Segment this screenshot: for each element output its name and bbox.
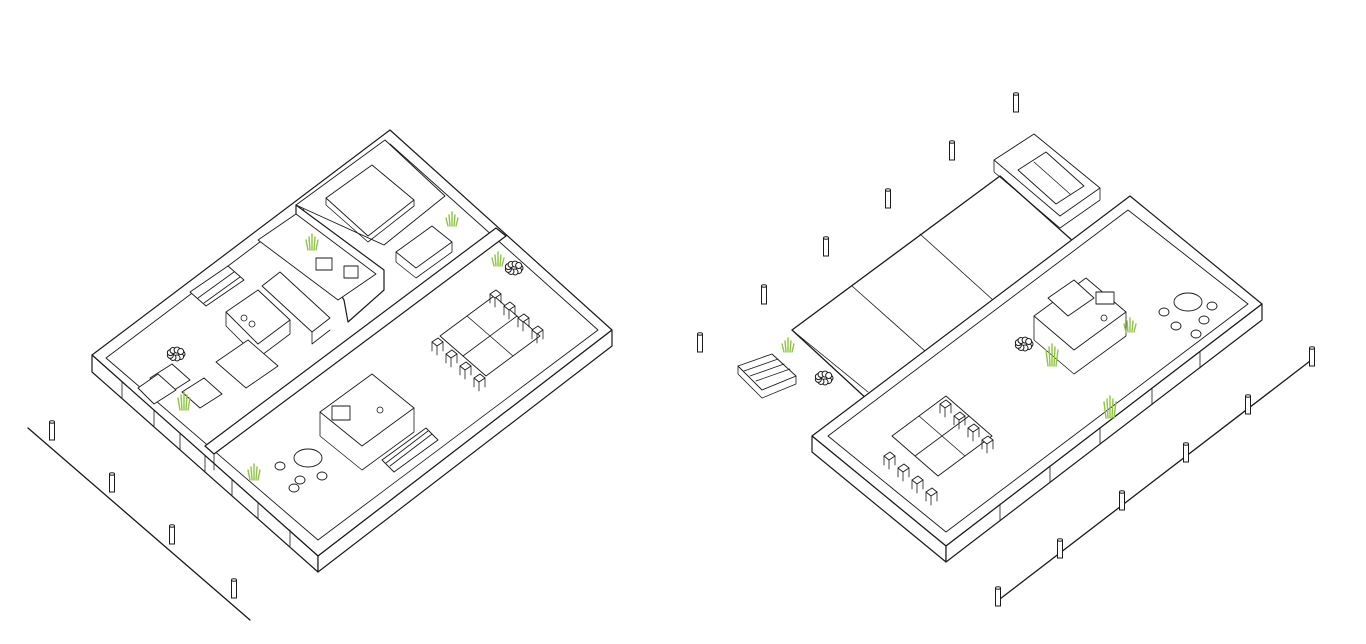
chair-icon: [939, 399, 952, 418]
chair-icon: [897, 463, 910, 482]
chair-icon: [925, 487, 938, 506]
bollard-icon: [1183, 442, 1189, 463]
bollard-icon: [949, 140, 955, 161]
dining-table-icon: [891, 395, 993, 477]
bollard-icon: [49, 420, 55, 441]
chair-icon: [967, 423, 980, 442]
building-shell-right: [811, 195, 1263, 563]
chair-icon: [489, 289, 502, 308]
tree-icon: [1123, 317, 1137, 333]
shrub-icon: [166, 346, 186, 362]
tree-icon: [1103, 395, 1117, 419]
roof-level-axonometric: [697, 92, 1315, 607]
central-wall-left: [204, 227, 507, 471]
bollard-icon: [1309, 346, 1315, 367]
tree-icon: [1045, 343, 1059, 367]
shrub-icon: [504, 260, 524, 276]
chair-icon: [445, 349, 458, 368]
bollard-icon: [1013, 92, 1019, 113]
bollards-left: [49, 420, 237, 599]
bollard-icon: [885, 188, 891, 209]
bollards-back: [697, 92, 1019, 353]
shrub-icon: [814, 370, 834, 386]
vegetation-right: [781, 317, 1137, 419]
bollard-icon: [823, 236, 829, 257]
front-strip-rooms: [274, 289, 544, 493]
dining-chairs: [431, 289, 544, 392]
bollard-icon: [169, 524, 175, 545]
site-boundary-right: [995, 357, 1315, 603]
chair-icon: [431, 337, 444, 356]
round-table-icon: [274, 448, 328, 493]
stair-icon: [737, 353, 797, 399]
site-boundary-left: [27, 427, 251, 621]
back-strip-rooms: [137, 139, 453, 409]
living-table: [215, 339, 279, 389]
bollard-icon: [1245, 394, 1251, 415]
tree-icon: [177, 391, 191, 411]
chair-icon: [883, 451, 896, 470]
chair-icon: [473, 373, 486, 392]
stair-icon: [189, 265, 245, 307]
chair-icon: [517, 313, 530, 332]
kitchen-counter: [261, 271, 331, 333]
chair-icon: [531, 325, 544, 344]
dining-table-icon: [439, 295, 541, 377]
armchair-icon: [181, 377, 223, 409]
tree-icon: [781, 337, 795, 353]
stair-icon: [381, 427, 439, 473]
bollard-icon: [697, 332, 703, 353]
bollard-icon: [1119, 490, 1125, 511]
chair-icon: [503, 301, 516, 320]
round-table-icon: [1158, 292, 1218, 339]
bathroom-partition: [257, 213, 377, 301]
tree-icon: [247, 463, 261, 481]
ground-floor-axonometric: [27, 129, 613, 621]
tree-icon: [305, 233, 319, 251]
tree-icon: [491, 251, 505, 267]
chair-icon: [953, 411, 966, 430]
armchair-icon: [137, 373, 177, 405]
bollard-icon: [1057, 538, 1063, 559]
shrub-icon: [1014, 336, 1034, 352]
bollard-icon: [231, 578, 237, 599]
bollard-icon: [761, 284, 767, 305]
dining-chairs: [883, 399, 994, 506]
bollards-right: [995, 346, 1315, 607]
car-icon: [993, 133, 1101, 229]
chair-icon: [981, 435, 994, 454]
chair-icon: [459, 361, 472, 380]
tree-icon: [445, 211, 459, 227]
vegetation-left: [166, 211, 524, 481]
bollard-icon: [995, 586, 1001, 607]
bollard-icon: [109, 472, 115, 493]
chair-icon: [911, 475, 924, 494]
roof-core: [1033, 277, 1127, 375]
